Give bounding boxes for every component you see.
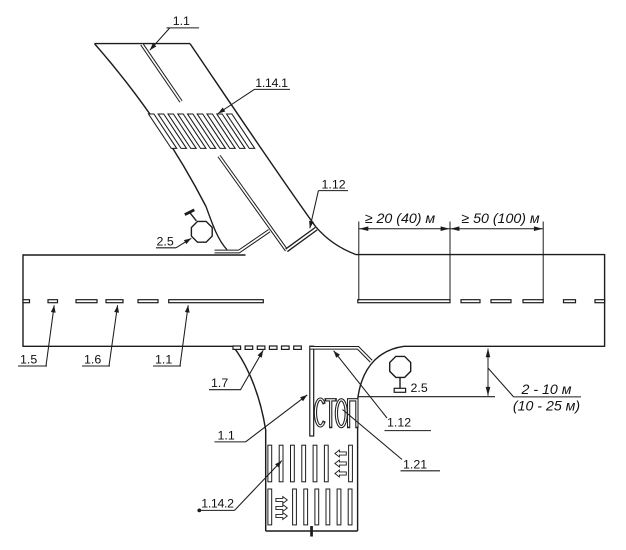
svg-text:2 - 10 м: 2 - 10 м xyxy=(521,382,572,398)
svg-text:(10 - 25 м): (10 - 25 м) xyxy=(513,399,580,415)
svg-text:≥ 20 (40) м: ≥ 20 (40) м xyxy=(365,211,436,227)
svg-text:1.1: 1.1 xyxy=(173,14,190,28)
svg-text:2.5: 2.5 xyxy=(411,381,428,395)
svg-text:1.12: 1.12 xyxy=(387,416,411,430)
svg-text:1.1: 1.1 xyxy=(218,428,235,442)
svg-text:1.14.1: 1.14.1 xyxy=(255,76,288,90)
svg-text:1.5: 1.5 xyxy=(20,352,37,366)
svg-text:1.6: 1.6 xyxy=(84,352,101,366)
svg-text:≥ 50 (100) м: ≥ 50 (100) м xyxy=(461,211,540,227)
svg-text:1.12: 1.12 xyxy=(322,177,346,191)
svg-text:1.14.2: 1.14.2 xyxy=(201,496,234,510)
svg-text:1.1: 1.1 xyxy=(155,352,172,366)
svg-text:1.7: 1.7 xyxy=(211,376,228,390)
svg-text:1.21: 1.21 xyxy=(403,457,427,471)
svg-text:2.5: 2.5 xyxy=(157,234,174,248)
